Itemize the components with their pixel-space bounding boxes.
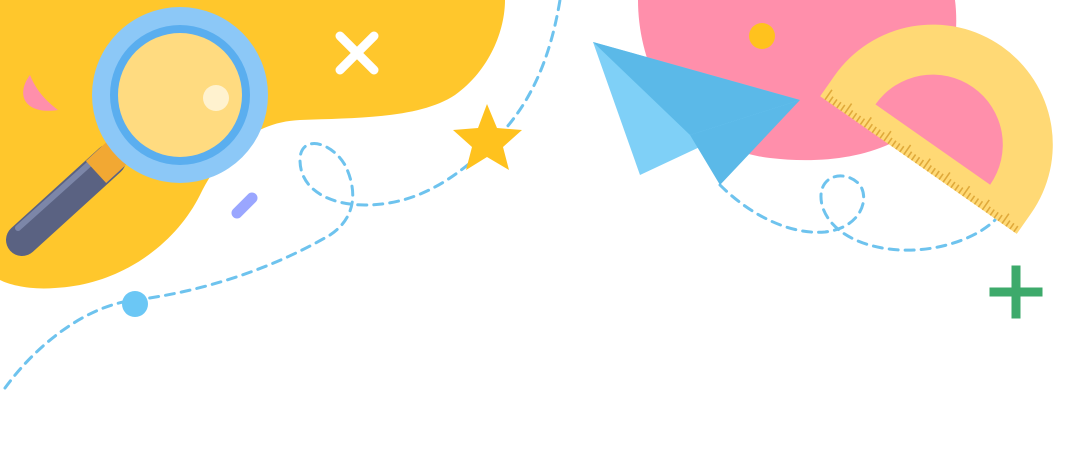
protractor-tick <box>977 200 984 208</box>
star-icon <box>453 104 522 170</box>
protractor-tick <box>1005 220 1011 227</box>
protractor-tick <box>855 115 862 123</box>
protractor-tick <box>1009 222 1015 230</box>
paper-plane-tail <box>690 100 800 185</box>
protractor-tick <box>997 214 1003 222</box>
protractor-tick <box>903 144 912 156</box>
protractor-tick <box>875 129 881 136</box>
protractor-tick <box>926 165 932 172</box>
protractor-tick <box>906 151 913 158</box>
protractor-tick <box>965 192 972 200</box>
protractor-tick <box>918 159 925 167</box>
protractor-tick <box>863 116 872 128</box>
paper-plane-fold <box>593 42 800 135</box>
magnifier-shine <box>203 85 229 111</box>
protractor-tick <box>891 140 897 147</box>
protractor-tick <box>828 96 834 103</box>
magnifier-handle <box>6 144 126 256</box>
protractor-tick <box>942 171 951 183</box>
protractor-tick <box>946 178 952 186</box>
protractor-tick <box>930 167 936 175</box>
protractor-tick <box>993 211 999 219</box>
protractor-tick <box>950 181 956 189</box>
protractor-tick <box>895 143 901 150</box>
protractor-tick <box>848 109 854 117</box>
protractor-tick <box>958 187 964 194</box>
protractor-tick <box>962 185 971 197</box>
pink-crescent <box>23 75 58 111</box>
protractor-tick <box>989 209 995 216</box>
protractor-tick <box>824 89 833 101</box>
protractor-tick <box>836 101 842 109</box>
cross-icon <box>335 31 379 75</box>
dashed-trail-right <box>718 174 997 252</box>
capsule-shape <box>231 192 258 219</box>
protractor-tick <box>879 132 885 139</box>
protractor-tick <box>985 206 991 214</box>
magnifier-handle-highlight <box>15 155 99 231</box>
protractor-tick <box>981 199 990 211</box>
protractor-tick <box>910 154 917 161</box>
paper-plane-icon <box>593 42 800 185</box>
protractor-tick <box>969 195 976 202</box>
protractor-tick <box>883 130 892 142</box>
protractor-tick <box>973 198 980 205</box>
protractor-tick <box>840 104 846 112</box>
protractor-cutout <box>875 74 1003 185</box>
protractor-tick <box>859 118 866 125</box>
protractor-tick <box>899 145 905 153</box>
protractor-tick <box>844 103 853 114</box>
plus-icon <box>989 265 1043 319</box>
protractor-tick <box>832 98 838 106</box>
protractor-tick <box>954 184 960 191</box>
protractor-tick <box>938 173 944 180</box>
protractor-tick <box>1001 213 1010 225</box>
protractor-tick <box>1013 225 1019 233</box>
protractor-tick <box>914 156 921 164</box>
magnifier-icon <box>6 7 268 256</box>
protractor-tick <box>871 126 877 134</box>
protractor-tick <box>922 158 931 169</box>
protractor-tick <box>887 137 893 145</box>
protractor-ticks <box>824 89 1019 233</box>
protractor-icon <box>820 24 1053 234</box>
magnifier-glass <box>118 33 242 157</box>
protractor-tick <box>867 123 873 131</box>
protractor-tick <box>851 112 858 120</box>
protractor-tick <box>934 170 940 178</box>
blue-dot <box>122 291 148 317</box>
yellow-dot <box>749 23 775 49</box>
